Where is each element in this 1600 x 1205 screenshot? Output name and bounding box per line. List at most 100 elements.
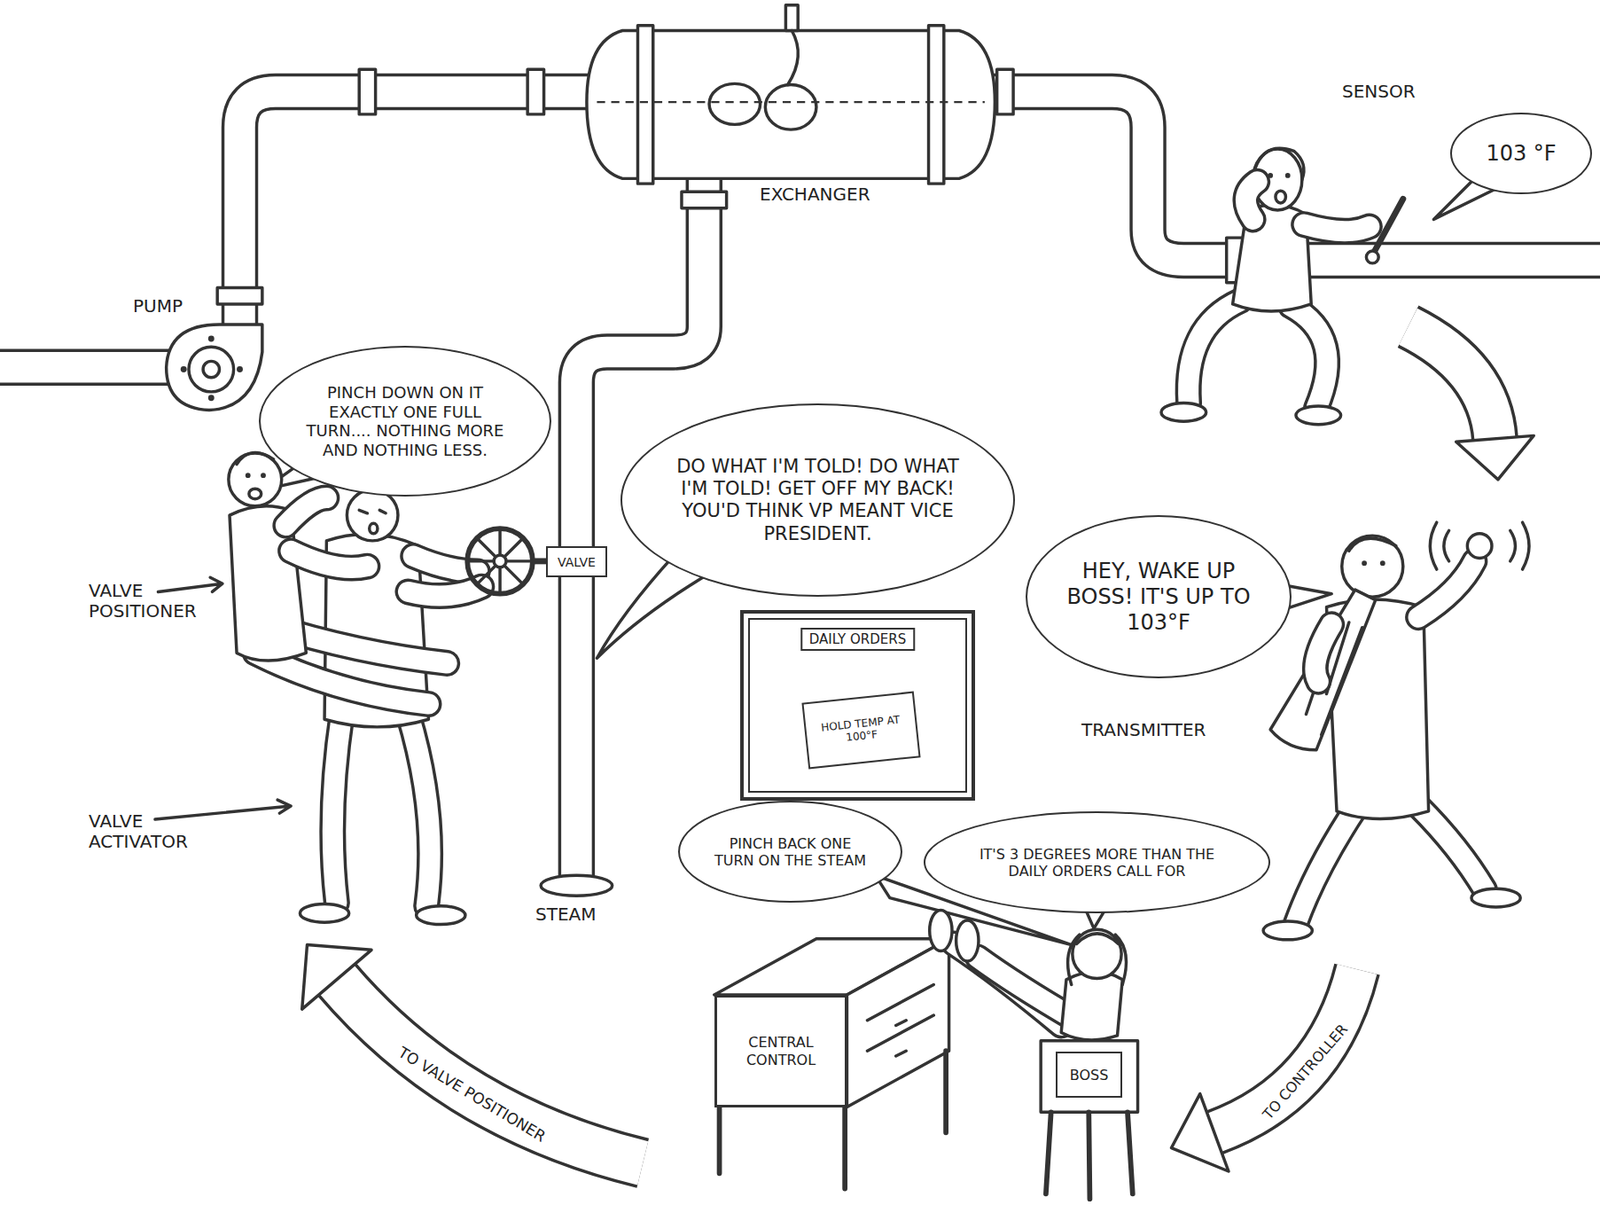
sensor-figure	[1290, 305, 1327, 408]
transmitter-figure	[1315, 624, 1332, 681]
speech-bubble: HEY, WAKE UP BOSS! IT'S UP TO 103°F	[1025, 515, 1292, 679]
transmitter-figure	[1305, 616, 1362, 734]
pump	[236, 366, 243, 373]
transmitter-figure	[1315, 624, 1332, 681]
leader-arrow	[157, 577, 223, 592]
bubble-text-area: PINCH BACK ONE TURN ON THE STEAM	[710, 834, 872, 868]
transmitter-figure	[1418, 561, 1475, 617]
part-label: STEAM	[535, 904, 597, 925]
sensor-figure	[1275, 190, 1287, 203]
heat-exchanger	[709, 83, 761, 125]
board-heading: DAILY ORDERS	[800, 627, 915, 651]
transmitter-figure	[1361, 560, 1367, 566]
transmitter-figure	[1263, 522, 1530, 940]
actuator-figure	[407, 586, 482, 596]
heat-exchanger	[764, 85, 817, 131]
actuator-figure	[346, 489, 399, 541]
node-text: CENTRAL CONTROL	[722, 1033, 840, 1068]
positioner-figure	[249, 488, 262, 500]
flow-arrow	[336, 979, 643, 1163]
desk-panel: CENTRAL CONTROL	[714, 994, 848, 1108]
part-label: VALVE ACTIVATOR	[88, 811, 222, 852]
desk	[846, 938, 949, 1108]
bubble-text-area: HEY, WAKE UP BOSS! IT'S UP TO 103°F	[1062, 558, 1255, 635]
pipe-flange	[527, 69, 544, 115]
actuator-figure	[416, 905, 466, 925]
sensor-figure	[1161, 403, 1207, 422]
speech-bubble: PINCH DOWN ON IT EXACTLY ONE FULL TURN..…	[258, 345, 552, 497]
sensor-figure	[1372, 198, 1404, 255]
sensor-figure	[1295, 405, 1342, 425]
transmitter-figure	[1418, 805, 1485, 890]
orders-board: DAILY ORDERS HOLD TEMP AT 100°F	[740, 609, 976, 801]
node-text: IT'S 3 DEGREES MORE THAN THE DAILY ORDER…	[972, 844, 1223, 879]
pinned-note: HOLD TEMP AT 100°F	[801, 691, 921, 770]
bubble-text-area: DO WHAT I'M TOLD! DO WHAT I'M TOLD! GET …	[676, 455, 960, 546]
pump	[202, 360, 219, 377]
sensor-figure	[1365, 250, 1379, 264]
sensor-figure	[1285, 172, 1291, 179]
flow-arrow	[1171, 1093, 1229, 1171]
positioner-figure	[245, 472, 251, 478]
transmitter-figure	[1380, 560, 1386, 566]
transmitter-figure	[1429, 522, 1530, 570]
bubble-text-area: 103 °F	[1470, 140, 1573, 167]
sensor-figure	[1245, 181, 1257, 220]
part-label: PUMP	[132, 296, 183, 317]
flow-arrow	[1214, 968, 1358, 1132]
pump	[180, 366, 188, 373]
pipe-flange	[540, 874, 613, 896]
positioner-figure	[236, 452, 274, 464]
pipe-flange	[217, 288, 263, 305]
actuator-figure	[332, 714, 342, 904]
node-text: PINCH DOWN ON IT EXACTLY ONE FULL TURN..…	[299, 382, 511, 460]
pipe-flange	[359, 69, 375, 115]
positioner-figure	[228, 452, 282, 507]
pipe-flange	[681, 191, 727, 208]
positioner-figure	[260, 472, 266, 478]
positioner-figure	[290, 550, 367, 568]
actuator-figure	[332, 714, 342, 904]
actuator-figure	[407, 714, 430, 906]
chair	[1040, 1040, 1138, 1199]
leader-arrow	[155, 799, 291, 820]
boss-figure	[977, 956, 1078, 1020]
boss-figure	[977, 956, 1078, 1020]
heat-exchanger	[788, 31, 799, 86]
sensor-figure	[1290, 305, 1327, 408]
flow-arrow	[1408, 326, 1496, 439]
pump	[188, 346, 235, 392]
sensor-figure	[1188, 300, 1241, 403]
transmitter-figure	[1349, 538, 1397, 551]
speech-bubble: DO WHAT I'M TOLD! DO WHAT I'M TOLD! GET …	[620, 403, 1015, 597]
node-text: BOSS	[1069, 1066, 1109, 1084]
actuator-figure	[359, 509, 386, 513]
heat-exchanger	[596, 101, 984, 103]
sensor-figure	[1303, 224, 1370, 232]
pump	[166, 324, 263, 411]
sensor-figure	[1303, 224, 1370, 232]
transmitter-figure	[1471, 888, 1521, 907]
boss-figure	[929, 909, 953, 951]
pump	[208, 394, 215, 401]
arrow-label: TO VALVE POSITIONER	[392, 1042, 551, 1148]
flow-arrow	[1408, 326, 1496, 439]
node-text: DO WHAT I'M TOLD! DO WHAT I'M TOLD! GET …	[676, 455, 960, 546]
pipe-flange	[217, 69, 1243, 896]
handwheel	[493, 554, 507, 568]
boss-figure	[1068, 934, 1127, 984]
pipe	[0, 92, 1600, 880]
speech-bubble: 103 °F	[1450, 112, 1593, 195]
sensor-figure	[1245, 181, 1257, 220]
transmitter-figure	[1295, 805, 1358, 923]
boss-figure	[929, 909, 1127, 1040]
part-label: SENSOR	[1342, 81, 1416, 102]
boss-figure	[1076, 933, 1118, 945]
flow-arrow	[1214, 968, 1358, 1132]
pump	[208, 335, 215, 343]
bubble-tail	[263, 175, 1499, 945]
node-text: HEY, WAKE UP BOSS! IT'S UP TO 103°F	[1062, 558, 1255, 635]
chair-sign: BOSS	[1055, 1051, 1123, 1098]
heat-exchanger	[586, 5, 995, 184]
handwheel	[467, 528, 533, 594]
